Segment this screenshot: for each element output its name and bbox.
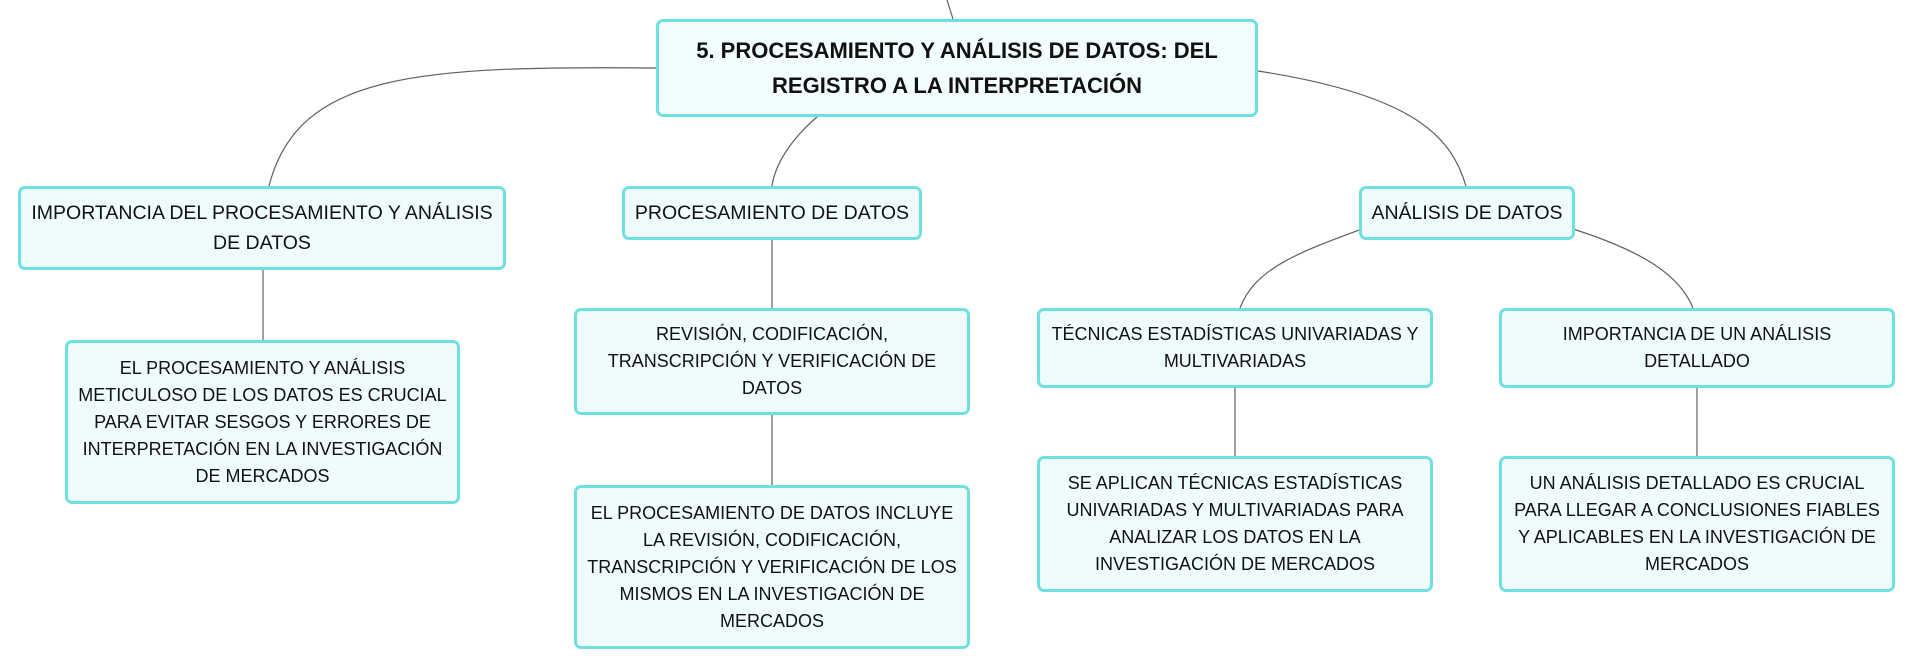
connector-root-to-importancia: [268, 67, 657, 187]
analisis-node[interactable]: ANÁLISIS DE DATOS: [1359, 186, 1575, 240]
procesamiento-detail-text: EL PROCESAMIENTO DE DATOS INCLUYE LA REV…: [587, 502, 957, 631]
procesamiento-label: PROCESAMIENTO DE DATOS: [634, 202, 910, 224]
connector-root-to-procesamiento: [771, 116, 818, 187]
connector-analisis-to-detallado: [1572, 228, 1694, 309]
detallado-detail-text: UN ANÁLISIS DETALLADO ES CRUCIAL PARA LL…: [1514, 473, 1880, 574]
importancia-detail-text: EL PROCESAMIENTO Y ANÁLISIS METICULOSO D…: [78, 357, 447, 486]
connector-analisis-to-tecnicas: [1239, 228, 1363, 309]
procesamiento-detail-node[interactable]: EL PROCESAMIENTO DE DATOS INCLUYE LA REV…: [574, 485, 970, 649]
connector-root-to-parent: [946, 0, 954, 20]
root-topic-node[interactable]: 5. PROCESAMIENTO Y ANÁLISIS DE DATOS: DE…: [656, 19, 1258, 117]
detallado-label: IMPORTANCIA DE UN ANÁLISIS DETALLADO: [1562, 324, 1832, 371]
detallado-detail-node[interactable]: UN ANÁLISIS DETALLADO ES CRUCIAL PARA LL…: [1499, 456, 1895, 592]
tecnicas-label: TÉCNICAS ESTADÍSTICAS UNIVARIADAS Y MULT…: [1051, 324, 1419, 371]
importancia-detail-node[interactable]: EL PROCESAMIENTO Y ANÁLISIS METICULOSO D…: [65, 340, 460, 504]
root-topic-label: 5. PROCESAMIENTO Y ANÁLISIS DE DATOS: DE…: [696, 38, 1218, 98]
tecnicas-detail-node[interactable]: SE APLICAN TÉCNICAS ESTADÍSTICAS UNIVARI…: [1037, 456, 1433, 592]
procesamiento-sub-label: REVISIÓN, CODIFICACIÓN, TRANSCRIPCIÓN Y …: [607, 324, 937, 398]
connector-root-to-analisis: [1257, 70, 1467, 187]
tecnicas-detail-text: SE APLICAN TÉCNICAS ESTADÍSTICAS UNIVARI…: [1066, 473, 1404, 574]
analisis-label: ANÁLISIS DE DATOS: [1371, 202, 1563, 224]
procesamiento-sub-node[interactable]: REVISIÓN, CODIFICACIÓN, TRANSCRIPCIÓN Y …: [574, 308, 970, 415]
tecnicas-node[interactable]: TÉCNICAS ESTADÍSTICAS UNIVARIADAS Y MULT…: [1037, 308, 1433, 388]
importancia-label: IMPORTANCIA DEL PROCESAMIENTO Y ANÁLISIS…: [31, 202, 493, 254]
detallado-node[interactable]: IMPORTANCIA DE UN ANÁLISIS DETALLADO: [1499, 308, 1895, 388]
importancia-node[interactable]: IMPORTANCIA DEL PROCESAMIENTO Y ANÁLISIS…: [18, 186, 506, 270]
procesamiento-node[interactable]: PROCESAMIENTO DE DATOS: [622, 186, 922, 240]
